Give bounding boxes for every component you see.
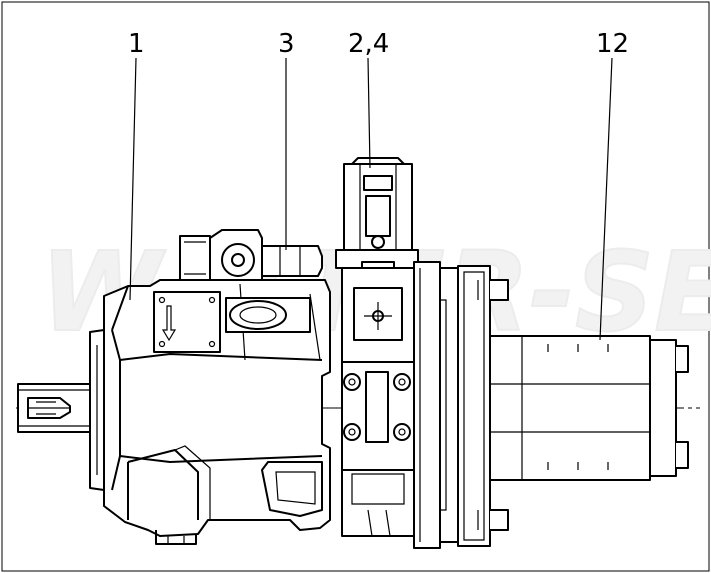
auxiliary-pump — [489, 335, 689, 481]
callout-1: 1 — [128, 29, 145, 59]
callout-labels: 1 3 2,4 12 — [128, 29, 629, 59]
leader-1 — [129, 57, 137, 301]
leader-2-4 — [367, 57, 371, 169]
callout-3: 3 — [278, 29, 295, 59]
leader-12 — [599, 57, 613, 341]
housing-port — [225, 297, 311, 333]
connection-plate — [413, 261, 459, 549]
nameplate — [153, 291, 221, 353]
drive-shaft — [17, 383, 91, 433]
solenoid-valve — [179, 229, 323, 281]
callout-2-4: 2,4 — [348, 29, 389, 59]
control-block — [335, 157, 419, 537]
callout-12: 12 — [596, 29, 629, 59]
adapter-flange — [457, 265, 509, 547]
leader-lines — [129, 57, 613, 341]
